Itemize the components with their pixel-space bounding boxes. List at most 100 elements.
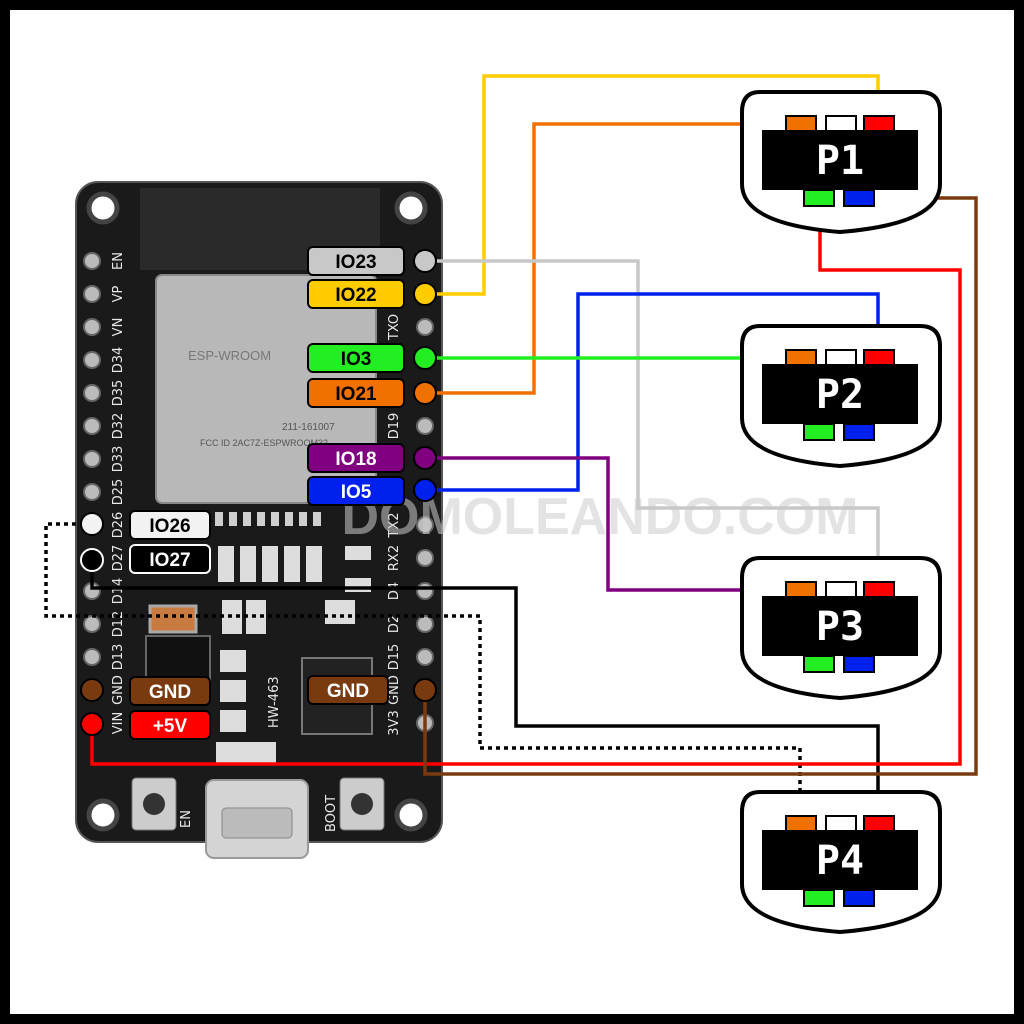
svg-text:IO21: IO21 <box>335 384 377 405</box>
connector-body <box>762 130 918 190</box>
pin-name: D26 <box>111 512 126 539</box>
header-pin <box>83 384 101 402</box>
connector-p3: P3 <box>740 556 942 701</box>
header-pin <box>416 648 434 666</box>
header-pin <box>83 417 101 435</box>
connector-p2: P2 <box>740 324 942 469</box>
pin-label-vcc: +5V <box>129 710 211 740</box>
contact-orange <box>785 115 817 133</box>
model-label: HW-463 <box>267 676 282 728</box>
pin-label-io27: IO27 <box>129 544 211 574</box>
boot-button-cap <box>351 793 373 815</box>
pin-name: D15 <box>387 644 402 671</box>
pin-name: D4 <box>387 582 402 600</box>
left-header-pins <box>83 252 101 732</box>
header-pin <box>83 318 101 336</box>
connector-body <box>762 364 918 424</box>
header-pin <box>416 318 434 336</box>
contact-orange <box>785 581 817 599</box>
pin-name: D25 <box>111 479 126 506</box>
module-name: ESP-WROOM <box>188 348 271 363</box>
svg-text:IO26: IO26 <box>149 516 190 537</box>
svg-text:IO23: IO23 <box>335 252 376 273</box>
pin-label-io22: IO22 <box>307 279 405 309</box>
pin-dot-io22 <box>413 282 437 306</box>
wire-io26-dotted <box>44 522 802 822</box>
svg-text:IO27: IO27 <box>149 550 190 571</box>
wire-io27-black <box>90 560 880 822</box>
connector-label: P1 <box>816 138 864 184</box>
pin-name: 3V3 <box>387 710 402 735</box>
pin-name: VP <box>111 285 126 302</box>
header-pin <box>416 582 434 600</box>
pin-dot-io18 <box>413 446 437 470</box>
contact-white <box>825 349 857 367</box>
left-pin-names: ENVPVND34D35D32D33D25D26D27D14D12D13GNDV… <box>111 252 126 734</box>
header-pin <box>83 615 101 633</box>
pin-label-io21: IO21 <box>307 378 405 408</box>
mounting-hole <box>86 798 120 832</box>
connector-p1: P1 <box>740 90 942 235</box>
en-button-cap <box>143 793 165 815</box>
pin-name: VN <box>111 318 126 337</box>
contact-blue <box>843 889 875 907</box>
pin-name: RX2 <box>387 545 402 571</box>
contact-orange <box>785 349 817 367</box>
module-cert: 211-161007 <box>282 422 335 433</box>
wire-io23-gray <box>425 259 880 590</box>
pin-name: D12 <box>111 611 126 638</box>
boot-button-label: BOOT <box>324 795 339 832</box>
pin-dot-io3 <box>413 346 437 370</box>
pin-name: D2 <box>387 615 402 633</box>
pin-name: D32 <box>111 413 126 440</box>
connector-label: P2 <box>816 372 864 418</box>
header-pin <box>416 615 434 633</box>
pin-name: TXO <box>387 314 402 341</box>
micro-usb-opening <box>221 807 293 839</box>
pin-name: D35 <box>111 380 126 407</box>
pin-name: D14 <box>111 578 126 605</box>
pin-dot-io27 <box>80 548 104 572</box>
module-fcc: FCC ID 2AC7Z-ESPWROOM32 <box>200 438 328 448</box>
mounting-hole <box>394 798 428 832</box>
contact-blue <box>843 655 875 673</box>
svg-text:GND: GND <box>327 681 369 702</box>
pin-dot-gnd-right <box>413 678 437 702</box>
header-pin <box>83 450 101 468</box>
pin-dot-io21 <box>413 381 437 405</box>
contact-red <box>863 581 895 599</box>
pin-dot-io26 <box>80 512 104 536</box>
pin-name: D19 <box>387 413 402 440</box>
mounting-hole <box>86 191 120 225</box>
connector-body <box>762 830 918 890</box>
contact-green <box>803 423 835 441</box>
pin-dot-vcc <box>80 712 104 736</box>
mounting-hole <box>394 191 428 225</box>
pin-name: D27 <box>111 545 126 572</box>
contact-red <box>863 815 895 833</box>
pin-label-io23: IO23 <box>307 246 405 276</box>
contact-red <box>863 115 895 133</box>
header-pin <box>83 285 101 303</box>
contact-blue <box>843 189 875 207</box>
contact-green <box>803 655 835 673</box>
pin-label-io18: IO18 <box>307 443 405 473</box>
pin-label-gnd-left: GND <box>129 676 211 706</box>
header-pin <box>83 483 101 501</box>
svg-text:IO18: IO18 <box>335 449 376 470</box>
pin-name: D33 <box>111 446 126 473</box>
pin-label-io5: IO5 <box>307 476 405 506</box>
svg-text:IO5: IO5 <box>341 482 372 503</box>
pin-dot-gnd-left <box>80 678 104 702</box>
contact-white <box>825 115 857 133</box>
en-button-label: EN <box>179 810 194 828</box>
pin-label-io26: IO26 <box>129 510 211 540</box>
pin-name: GND <box>111 675 126 705</box>
pin-dot-io23 <box>413 249 437 273</box>
module-pads <box>215 512 321 526</box>
wire-vcc-red <box>90 198 962 766</box>
connector-label: P4 <box>816 838 864 884</box>
contact-white <box>825 581 857 599</box>
